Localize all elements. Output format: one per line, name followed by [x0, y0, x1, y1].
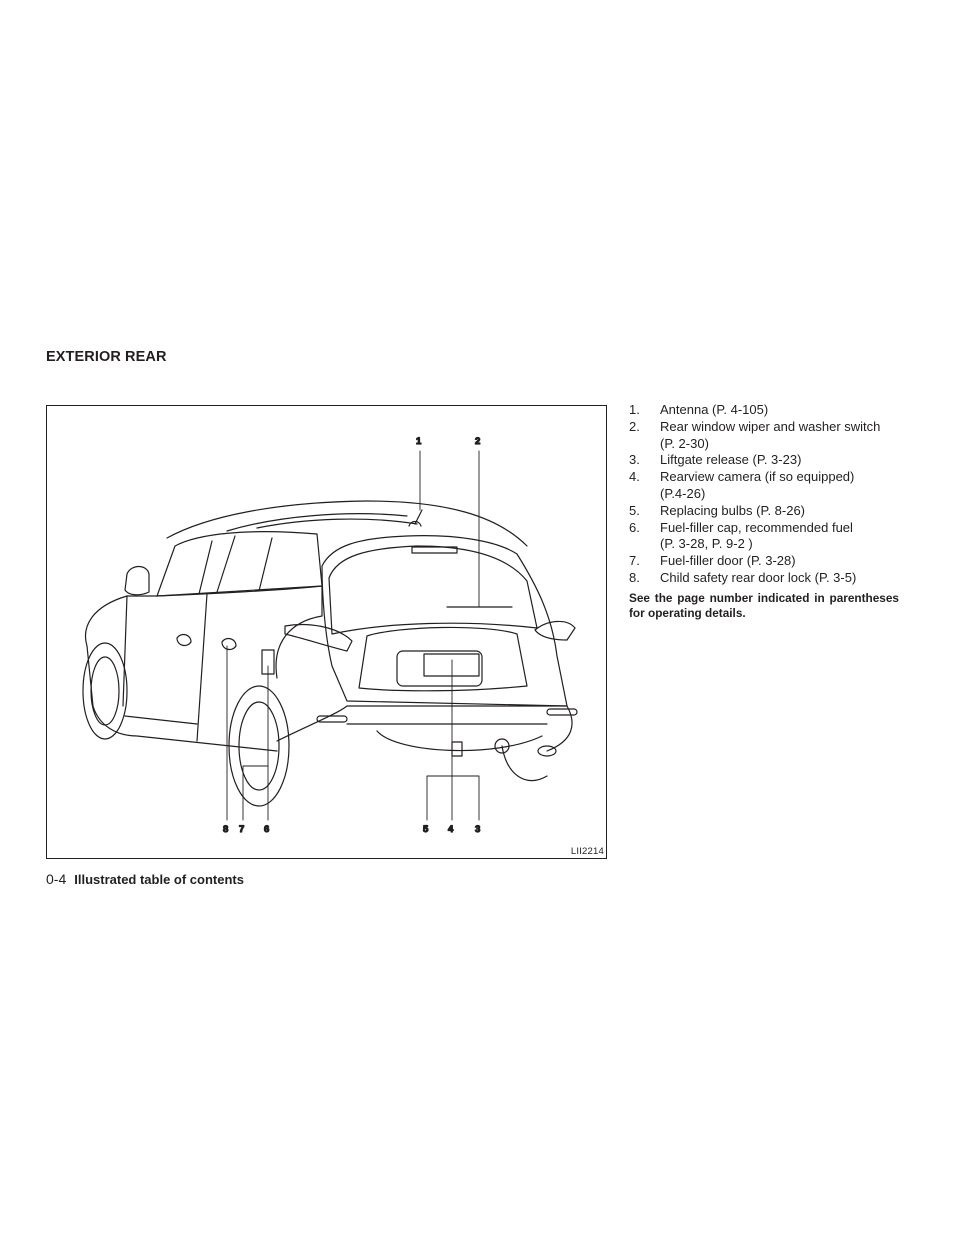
- window-pillar-b: [216, 535, 236, 593]
- item-number: 1.: [629, 402, 640, 417]
- callout-4: 4: [448, 824, 454, 835]
- item-text: Rearview camera (if so equipped): [660, 469, 855, 485]
- exhaust: [537, 745, 557, 757]
- side-mirror: [124, 565, 150, 596]
- front-wheel-rim: [90, 656, 120, 726]
- roof-rail-inner: [256, 518, 418, 529]
- door-handle-front: [176, 633, 192, 647]
- item-text: Child safety rear door lock (P. 3-5): [660, 569, 857, 585]
- body-side-upper: [85, 585, 323, 679]
- item-subtext: (P. 2-30): [660, 435, 709, 451]
- callout-7: 7: [239, 824, 244, 835]
- item-text: Fuel-filler cap, recommended fuel: [660, 519, 853, 535]
- exterior-rear-figure: 1 2 3 4 5 6 7 8 LII2214: [46, 405, 607, 859]
- callout-5: 5: [423, 824, 429, 835]
- front-wheel: [82, 642, 128, 740]
- callout-1: 1: [416, 436, 422, 447]
- list-item: 8. Child safety rear door lock (P. 3-5): [629, 570, 904, 587]
- operating-note: See the page number indicated in parenth…: [629, 591, 899, 620]
- section-title: EXTERIOR REAR: [46, 349, 167, 365]
- item-subtext: (P. 3-28, P. 9-2 ): [660, 536, 753, 552]
- body-side-lower: [86, 645, 278, 752]
- rear-window: [328, 545, 538, 635]
- item-number: 7.: [629, 553, 640, 569]
- callout-2: 2: [475, 436, 480, 447]
- reflector-right: [546, 708, 578, 716]
- item-subtext: (P.4-26): [660, 485, 706, 501]
- leader-3-5: [426, 775, 480, 821]
- tow-hook: [494, 738, 510, 754]
- item-number: 5.: [629, 502, 640, 518]
- item-number: 2.: [629, 418, 640, 434]
- window-pillar-a: [198, 540, 213, 595]
- callout-8: 8: [223, 824, 228, 835]
- antenna-base: [408, 520, 422, 527]
- item-text: Antenna (P. 4-105): [660, 402, 769, 417]
- door-line-rear: [196, 593, 208, 742]
- leader-lines: [226, 450, 480, 821]
- roof-rail: [226, 513, 408, 532]
- bumper-lower: [376, 730, 543, 752]
- item-text: Replacing bulbs (P. 8-26): [660, 502, 806, 518]
- rearview-camera: [451, 741, 463, 757]
- tail-light-right: [534, 620, 576, 641]
- rear-wheel-rim: [238, 701, 280, 791]
- car-rear-illustration: 1 2 3 4 5 6 7 8: [82, 435, 578, 836]
- list-item: 1. Antenna (P. 4-105): [629, 402, 904, 419]
- license-recess: [358, 626, 528, 692]
- door-line-front: [122, 595, 128, 707]
- high-mount-brake-light: [411, 546, 458, 554]
- component-list: 1. Antenna (P. 4-105) 2. Rear window wiper…: [629, 402, 904, 587]
- roof-line: [166, 500, 528, 547]
- page-number: 0-4: [46, 871, 67, 887]
- list-item: 5. Replacing bulbs (P. 8-26): [629, 503, 904, 520]
- item-number: 4.: [629, 469, 640, 485]
- reflector-left: [316, 715, 348, 723]
- item-number: 6.: [629, 519, 640, 535]
- item-text: Liftgate release (P. 3-23): [660, 452, 802, 468]
- list-item: 7. Fuel-filler door (P. 3-28): [629, 553, 904, 570]
- leader-7: [242, 765, 269, 821]
- item-text: Fuel-filler door (P. 3-28): [660, 553, 796, 569]
- page-footer: 0-4 Illustrated table of contents: [46, 871, 244, 887]
- item-text: Rear window wiper and washer switch: [660, 418, 881, 434]
- rear-bumper: [276, 705, 573, 752]
- figure-code: LII2214: [570, 846, 604, 857]
- item-number: 8.: [629, 569, 640, 585]
- rear-hatch: [321, 535, 568, 707]
- side-window: [156, 531, 323, 597]
- tail-light-left: [284, 623, 353, 652]
- sill-line: [124, 715, 198, 725]
- callout-3: 3: [475, 824, 480, 835]
- callout-6: 6: [264, 824, 269, 835]
- footer-title: Illustrated table of contents: [74, 872, 244, 887]
- rear-right-wheel: [501, 745, 548, 782]
- license-frame: [396, 650, 483, 687]
- list-item: 4. Rearview camera (if so equipped)(P.4-2…: [629, 469, 904, 503]
- list-item: 2. Rear window wiper and washer switch(P.…: [629, 419, 904, 453]
- license-plate: [423, 653, 480, 677]
- list-item: 3. Liftgate release (P. 3-23): [629, 452, 904, 469]
- list-item: 6. Fuel-filler cap, recommended fuel(P. 3…: [629, 520, 904, 554]
- window-pillar-c: [258, 537, 273, 592]
- door-handle-rear: [221, 637, 237, 651]
- rear-wheel: [228, 685, 290, 807]
- item-number: 3.: [629, 452, 640, 468]
